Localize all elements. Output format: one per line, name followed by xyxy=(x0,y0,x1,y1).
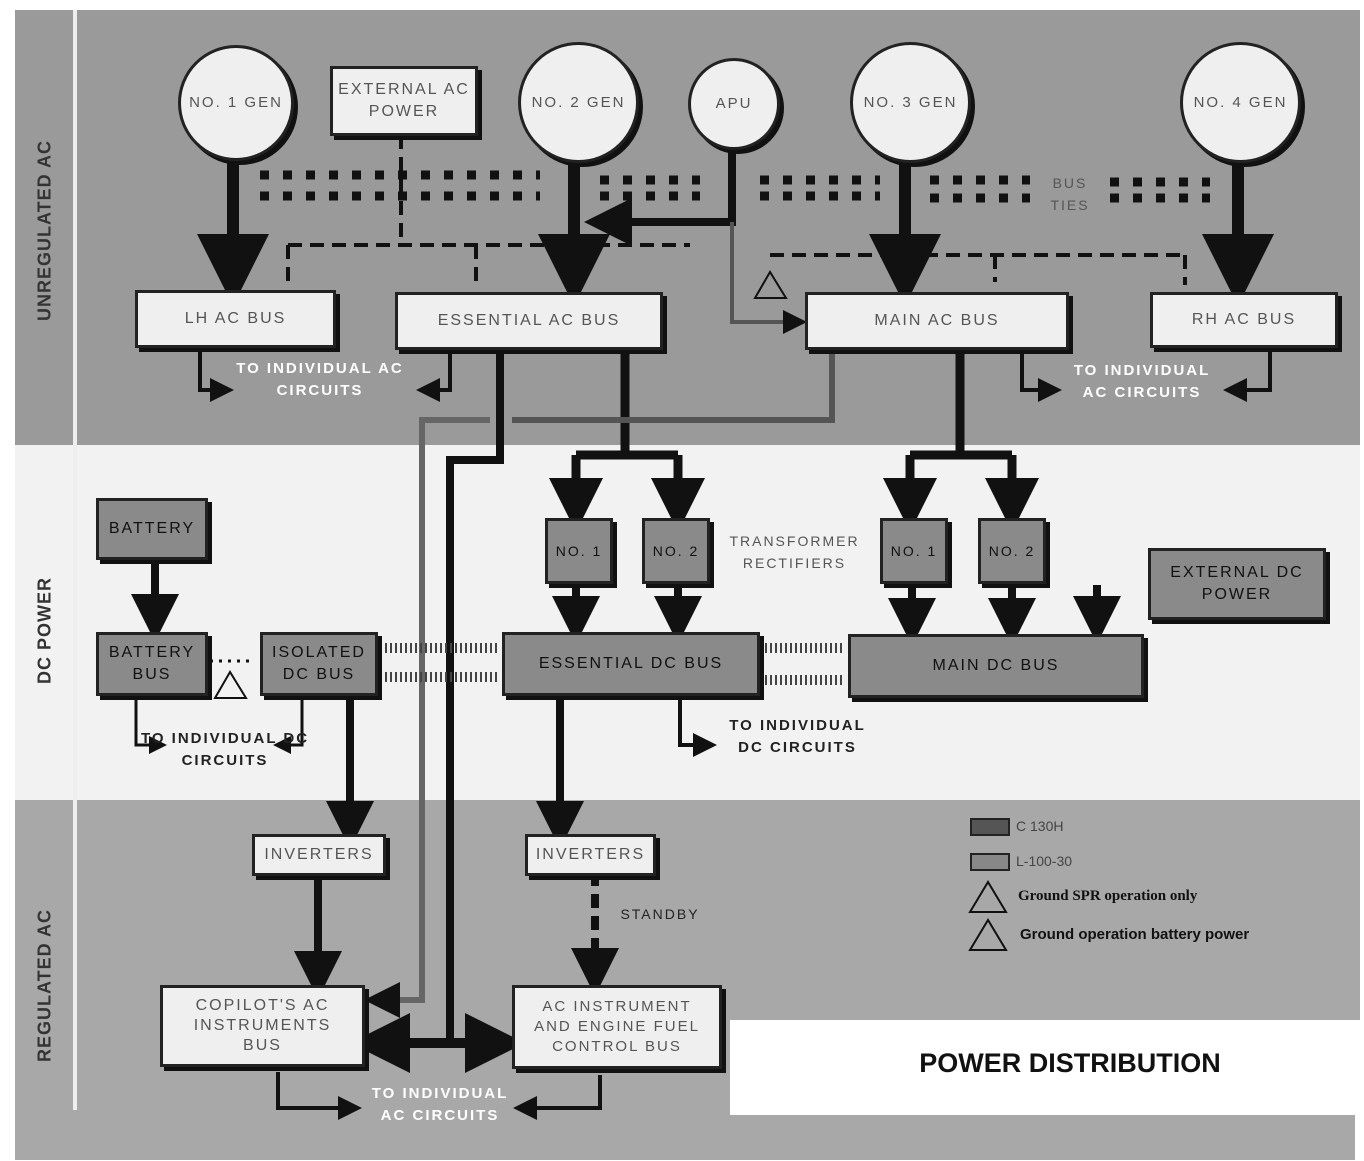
external-ac-power-box: EXTERNAL AC POWER xyxy=(330,66,478,136)
tr-left-2: NO. 2 xyxy=(642,518,710,584)
ac-instrument-engine-fuel-control-bus: AC INSTRUMENT AND ENGINE FUEL CONTROL BU… xyxy=(512,985,722,1069)
lh-ac-bus: LH AC BUS xyxy=(135,290,336,348)
gen1-circle: NO. 1 GEN xyxy=(178,45,294,161)
copilot-ac-instruments-bus: COPILOT'S AC INSTRUMENTS BUS xyxy=(160,985,365,1067)
legend-note2-triangle xyxy=(968,918,1008,951)
tr-left-1: NO. 1 xyxy=(545,518,613,584)
apu-circle: APU xyxy=(688,58,780,150)
tr-right-1: NO. 1 xyxy=(880,518,948,584)
inverters-right-box: INVERTERS xyxy=(525,834,656,876)
gen2-circle: NO. 2 GEN xyxy=(518,42,639,163)
title-panel xyxy=(730,1020,1360,1115)
legend-l100-swatch xyxy=(970,853,1010,871)
legend-l100-label: L-100-30 xyxy=(1016,853,1073,869)
zone-label-regulated-ac: REGULATED AC xyxy=(34,909,55,1062)
tr-right-2: NO. 2 xyxy=(978,518,1046,584)
to-dc-circuits-right-label: TO INDIVIDUAL DC CIRCUITS xyxy=(729,717,866,756)
legend-c130h-label: C 130H xyxy=(1016,818,1064,834)
legend-note1-label: Ground SPR operation only xyxy=(1018,888,1198,904)
to-dc-circuits-left-label: TO INDIVIDUAL DC CIRCUITS xyxy=(140,730,310,769)
main-dc-bus: MAIN DC BUS xyxy=(848,634,1144,698)
bus-tie-dots xyxy=(260,170,1210,203)
diagram-title: POWER DISTRIBUTION xyxy=(919,1048,1221,1078)
essential-dc-bus: ESSENTIAL DC BUS xyxy=(502,632,760,696)
main-ac-bus: MAIN AC BUS xyxy=(805,292,1069,350)
battery-bus-box: BATTERY BUS xyxy=(96,632,208,696)
standby-label: STANDBY xyxy=(620,906,700,922)
zone-label-dc-power: DC POWER xyxy=(34,577,55,684)
essential-ac-bus: ESSENTIAL AC BUS xyxy=(395,292,663,350)
legend-note1-triangle xyxy=(968,880,1008,913)
to-ac-circuits-left-label: TO INDIVIDUAL AC CIRCUITS xyxy=(236,360,404,399)
transformer-rectifiers-label: TRANSFORMER RECTIFIERS xyxy=(729,533,860,571)
to-ac-circuits-bottom-label: TO INDIVIDUAL AC CIRCUITS xyxy=(371,1085,509,1124)
rh-ac-bus: RH AC BUS xyxy=(1150,292,1338,348)
external-dc-power-box: EXTERNAL DC POWER xyxy=(1148,548,1326,620)
legend-c130h-swatch xyxy=(970,818,1010,836)
battery-box: BATTERY xyxy=(96,498,208,560)
inverters-left-box: INVERTERS xyxy=(252,834,386,876)
legend-note2-label: Ground operation battery power xyxy=(1020,926,1250,943)
zone-label-unregulated-ac: UNREGULATED AC xyxy=(34,140,55,321)
gen3-circle: NO. 3 GEN xyxy=(850,42,971,163)
bus-ties-label: BUS TIES xyxy=(1050,175,1090,213)
to-ac-circuits-right-label: TO INDIVIDUAL AC CIRCUITS xyxy=(1073,362,1211,401)
gen4-circle: NO. 4 GEN xyxy=(1180,42,1301,163)
external-ac-lines xyxy=(286,135,1187,285)
isolated-dc-bus-box: ISOLATED DC BUS xyxy=(260,632,378,696)
